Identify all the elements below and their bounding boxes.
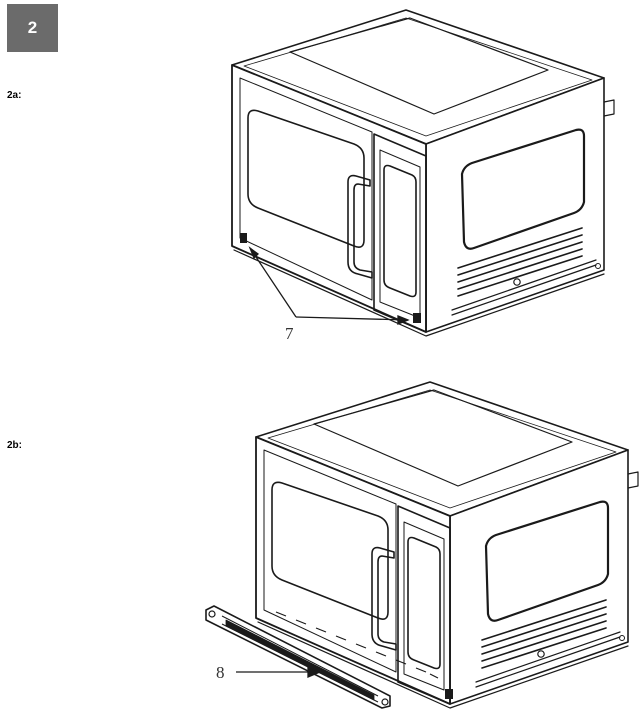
front-foot-left	[240, 233, 247, 243]
front-foot-right	[413, 313, 421, 323]
callout-8	[236, 667, 320, 677]
callout-8-label: 8	[216, 663, 225, 682]
microwave-oven-2a	[232, 10, 614, 336]
front-foot-right-2b	[445, 689, 453, 699]
callout-7-label: 7	[285, 324, 294, 343]
